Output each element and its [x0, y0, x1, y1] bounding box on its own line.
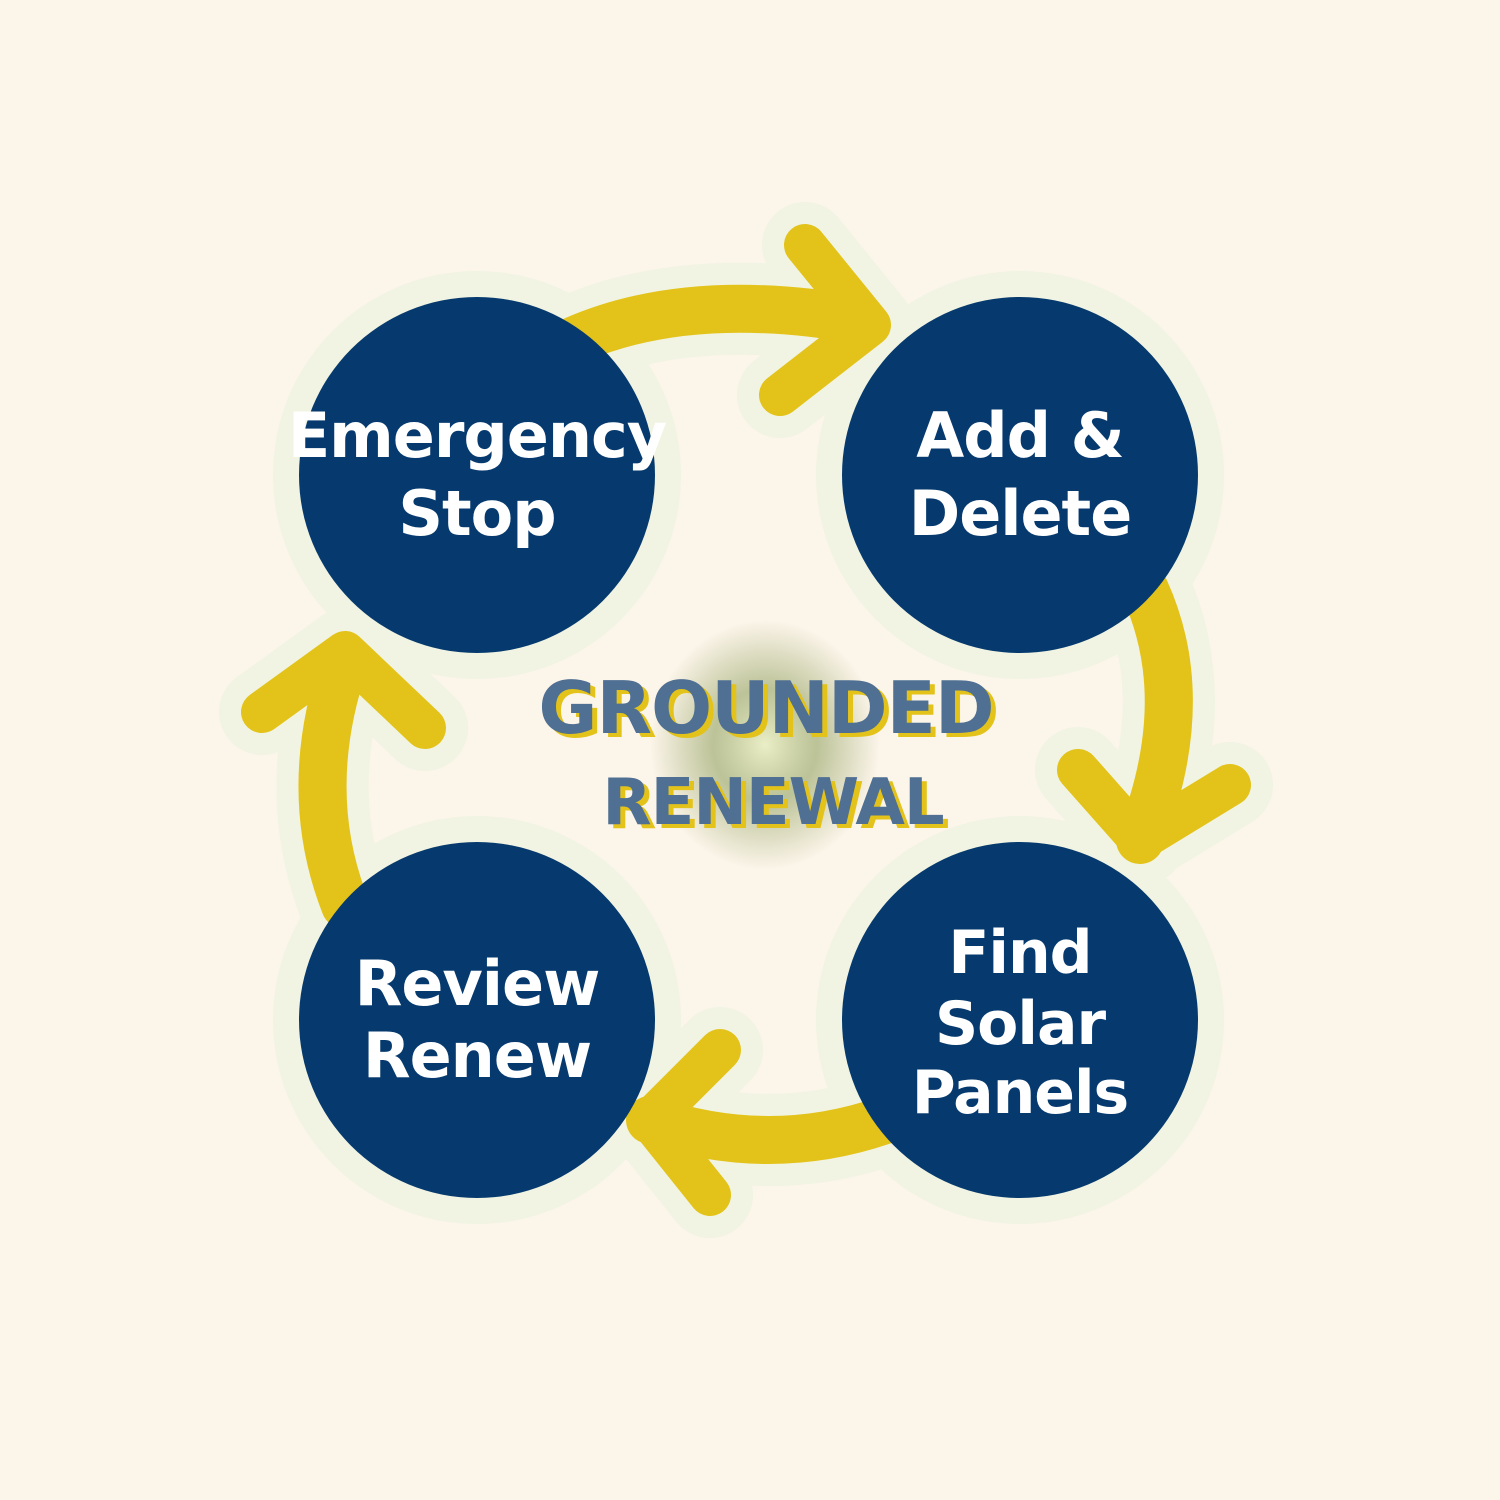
- center-title-line1-shadow: GROUNDED: [543, 670, 998, 754]
- center-title-line2-shadow: RENEWAL: [607, 770, 949, 844]
- node-label-line: Review: [355, 947, 600, 1020]
- center-glow: [650, 620, 880, 870]
- node-label-line: Emergency: [288, 399, 667, 472]
- node-circle: [299, 842, 655, 1198]
- node-label-line: Add &: [916, 399, 1123, 472]
- arrow-review-to-emergency: [241, 631, 446, 929]
- node-label-line: Solar: [935, 989, 1106, 1059]
- node-emergency-stop: Emergency Stop: [288, 297, 668, 653]
- node-label-line: Stop: [398, 477, 555, 550]
- node-find-solar-panels: Find Solar Panels: [842, 842, 1198, 1198]
- arrow-add-to-find: [1057, 566, 1251, 864]
- cycle-arrows: [241, 224, 1251, 1216]
- node-circle: [299, 297, 655, 653]
- node-label-line: Delete: [909, 477, 1132, 550]
- node-label-line: Renew: [363, 1019, 591, 1092]
- center-title: GROUNDED GROUNDED RENEWAL RENEWAL: [538, 666, 999, 844]
- center-title-line2: RENEWAL: [602, 766, 944, 840]
- node-label-line: Panels: [912, 1058, 1129, 1128]
- node-label-line: Find: [948, 918, 1091, 988]
- node-circle: [842, 842, 1198, 1198]
- node-circle: [842, 297, 1198, 653]
- arrow-emergency-to-add: [551, 224, 891, 416]
- center-title-line1: GROUNDED: [538, 666, 993, 750]
- node-review-renew: Review Renew: [299, 842, 655, 1198]
- node-add-delete: Add & Delete: [842, 297, 1198, 653]
- arrow-find-to-review: [626, 1029, 909, 1216]
